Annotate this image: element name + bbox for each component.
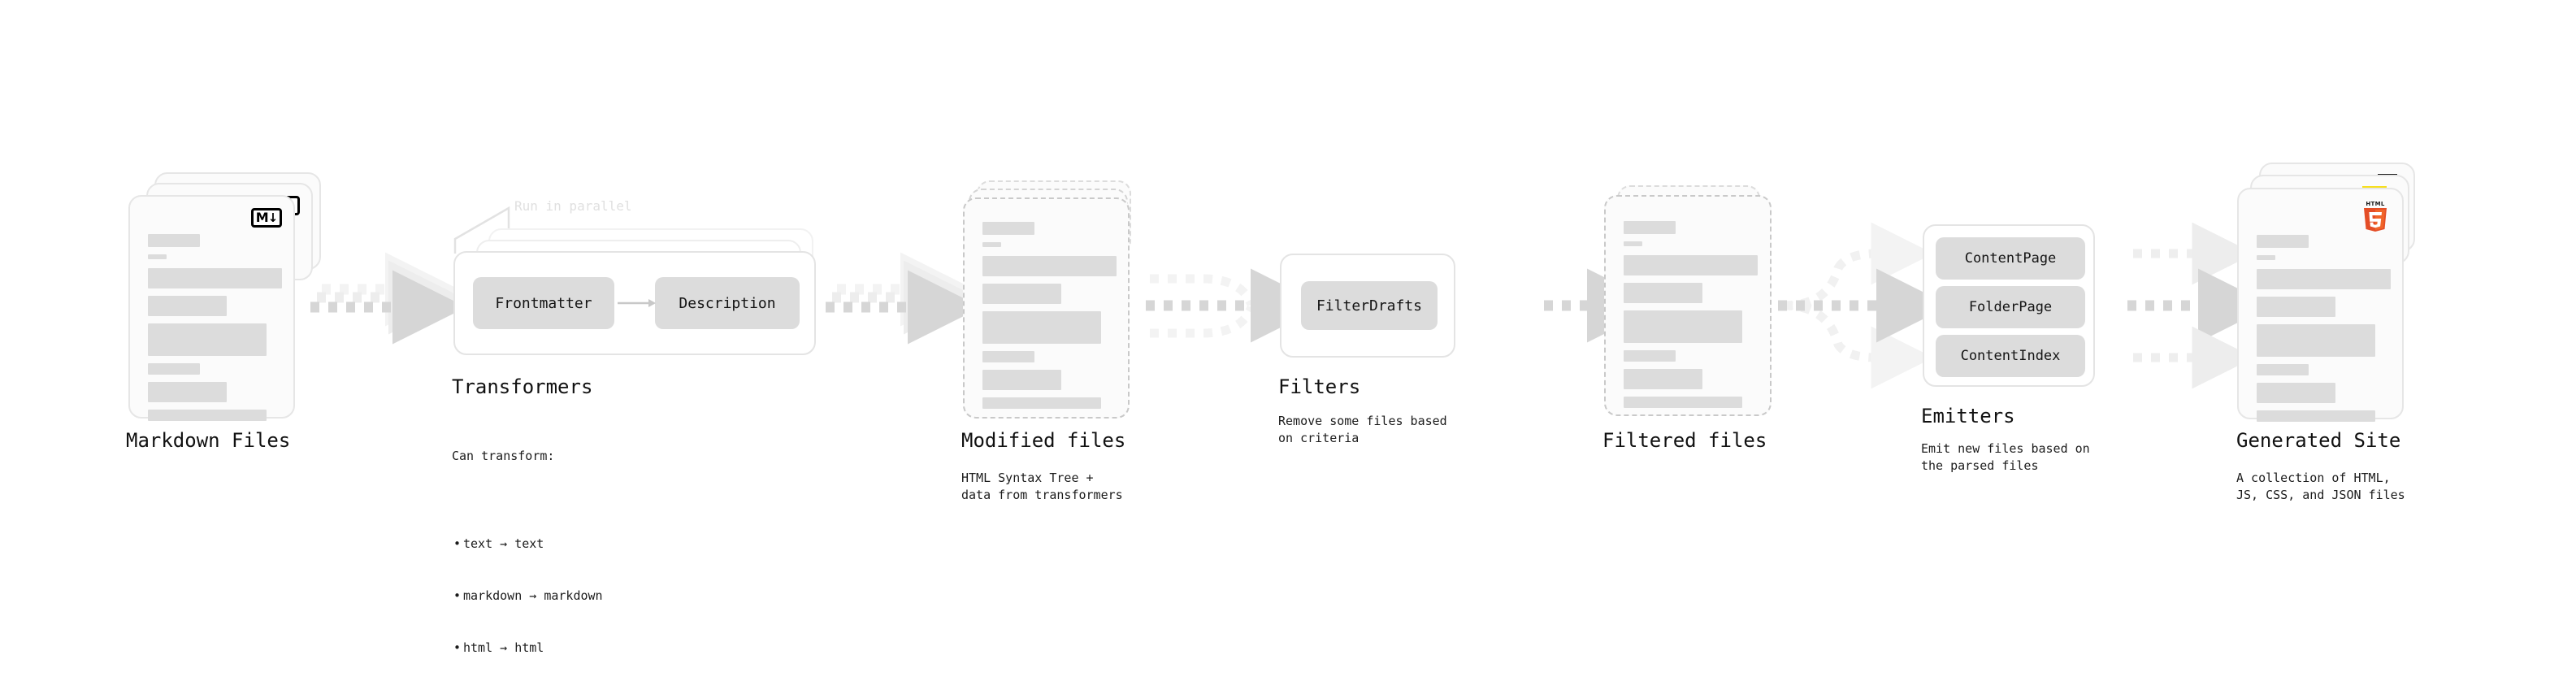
skeleton-bar — [1624, 397, 1742, 408]
skeleton-bar — [148, 234, 200, 247]
html5-badge-icon: HTML — [2361, 199, 2389, 235]
skeleton-bar — [2257, 410, 2375, 422]
emitters-subtitle: Emit new files based on the parsed files — [1921, 441, 2090, 474]
pill-contentpage[interactable]: ContentPage — [1936, 237, 2085, 280]
skeleton-bar — [1624, 255, 1758, 275]
filters-card: FilterDrafts — [1280, 254, 1455, 358]
skeleton-bar — [2257, 235, 2309, 248]
skeleton-bar — [982, 397, 1101, 409]
skeleton-bar — [1624, 369, 1702, 389]
emitters-card: ContentPage FolderPage ContentIndex — [1923, 224, 2095, 387]
skeleton-bar — [148, 323, 267, 356]
skeleton-bar — [2257, 364, 2309, 375]
generated-site-subtitle: A collection of HTML, JS, CSS, and JSON … — [2236, 471, 2405, 503]
site-card-front: HTML — [2237, 188, 2404, 422]
transformers-bullet: html → html — [453, 640, 603, 657]
svg-text:HTML: HTML — [2366, 201, 2384, 207]
stage-title-emitters: Emitters — [1921, 405, 2015, 427]
skeleton-bar — [1624, 221, 1676, 234]
skeleton-bar — [1624, 310, 1742, 343]
skeleton-bar — [2257, 324, 2375, 357]
skeleton-bar — [982, 242, 1001, 247]
pill-frontmatter[interactable]: Frontmatter — [473, 277, 614, 329]
skeleton-bars — [2257, 235, 2391, 429]
stage-title-filters: Filters — [1278, 375, 1361, 398]
skeleton-bar — [982, 256, 1117, 276]
connector-filtered-to-emitters — [1778, 222, 1950, 389]
transformers-bullet-list: text → text markdown → markdown html → h… — [452, 501, 603, 681]
skeleton-bar — [148, 410, 267, 421]
skeleton-bar — [148, 268, 282, 288]
skeleton-bar — [2257, 269, 2391, 289]
skeleton-bar — [1624, 283, 1702, 303]
skeleton-bar — [1624, 350, 1676, 362]
run-in-parallel-bracket — [453, 206, 510, 254]
connector-md-to-transformers — [310, 252, 466, 345]
skeleton-bar — [982, 370, 1061, 390]
skeleton-bar — [148, 382, 227, 402]
connector-transformers-to-modified — [826, 252, 982, 345]
md-badge-letter: M — [255, 210, 269, 225]
filters-subtitle: Remove some files based on criteria — [1278, 414, 1447, 446]
skeleton-bar — [2257, 255, 2275, 260]
transformers-bullet: text → text — [453, 536, 603, 553]
connector-modified-to-filters — [1146, 268, 1325, 343]
transformers-subtitle: Can transform: — [452, 448, 555, 463]
stage-title-markdown-files: Markdown Files — [126, 429, 291, 452]
skeleton-bars — [1624, 221, 1758, 415]
transformers-bullet: markdown → markdown — [453, 588, 603, 605]
stage-title-modified-files: Modified files — [961, 429, 1126, 452]
stage-title-generated-site: Generated Site — [2236, 429, 2401, 452]
skeleton-bar — [148, 296, 227, 316]
filtered-card-front — [1604, 195, 1772, 416]
stage-title-filtered-files: Filtered files — [1602, 429, 1767, 452]
skeleton-bar — [982, 351, 1034, 362]
skeleton-bars — [982, 222, 1117, 416]
skeleton-bar — [2257, 297, 2335, 317]
stage-title-transformers: Transformers — [452, 375, 593, 398]
skeleton-bar — [982, 284, 1061, 304]
skeleton-bar — [148, 254, 167, 259]
transformer-arrow — [618, 299, 656, 307]
connector-emitters-to-site — [2127, 222, 2272, 389]
pill-filterdrafts[interactable]: FilterDrafts — [1301, 281, 1438, 330]
markdown-badge-icon: M↓ — [251, 208, 282, 228]
skeleton-bar — [148, 363, 200, 375]
modified-card-front — [963, 197, 1130, 419]
modified-files-subtitle: HTML Syntax Tree + data from transformer… — [961, 471, 1123, 503]
pill-description[interactable]: Description — [655, 277, 800, 329]
skeleton-bar — [982, 222, 1034, 235]
skeleton-bar — [2257, 383, 2335, 403]
skeleton-bars — [148, 234, 282, 428]
md-badge-arrow: ↓ — [267, 210, 279, 225]
skeleton-bar — [1624, 241, 1642, 246]
pill-folderpage[interactable]: FolderPage — [1936, 286, 2085, 328]
skeleton-bar — [982, 311, 1101, 344]
pill-contentindex[interactable]: ContentIndex — [1936, 335, 2085, 377]
markdown-card-front: M↓ — [128, 195, 295, 421]
run-in-parallel-label: Run in parallel — [514, 198, 632, 214]
transformer-card-front: Frontmatter Description — [453, 251, 816, 355]
